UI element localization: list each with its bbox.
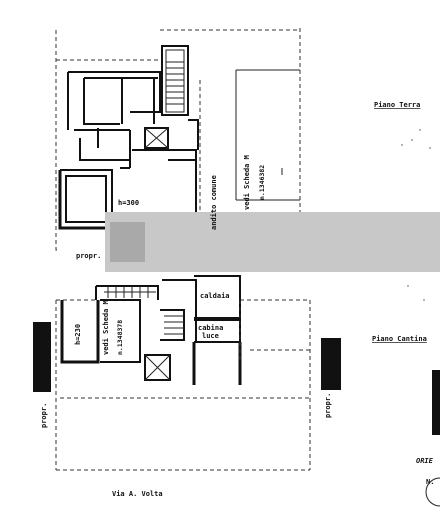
floor-heading-ground: Piano Terra — [374, 101, 420, 109]
ref-card-number-top: n.1346382 — [258, 165, 266, 200]
owner-label-top: propr. — [76, 252, 101, 260]
lot-boundaries — [55, 28, 311, 471]
wall-block-right — [321, 338, 341, 390]
common-hall-label: andito comune — [210, 175, 218, 230]
compass-icon — [425, 477, 440, 507]
ref-card-top: vedi Scheda M — [243, 155, 251, 210]
ref-card-bottom: vedi Scheda M — [102, 300, 110, 355]
basement-walls — [60, 275, 310, 385]
redacted-area — [105, 212, 440, 272]
street-label: Via A. Volta — [112, 490, 163, 498]
meter-cabin-label-1: cabina — [198, 324, 223, 332]
owner-label-right: propr. — [324, 393, 332, 418]
ref-card-number-bottom: n.1348378 — [116, 320, 124, 355]
owner-label-left: propr. — [40, 403, 48, 428]
ground-floor-walls — [58, 71, 161, 230]
wall-block-left — [33, 322, 51, 392]
height-basement: h=230 — [74, 324, 82, 345]
ground-floor-neighbor — [235, 69, 300, 201]
height-ground: h=300 — [118, 199, 139, 207]
floor-heading-basement: Piano Cantina — [372, 335, 427, 343]
scan-dots — [401, 129, 431, 301]
redacted-area-dark — [110, 222, 145, 262]
meter-cabin-label-2: luce — [202, 332, 219, 340]
orientation-label: ORIE — [416, 457, 434, 465]
boiler-room-label: caldaia — [200, 292, 230, 300]
wall-block-edge — [432, 370, 440, 435]
